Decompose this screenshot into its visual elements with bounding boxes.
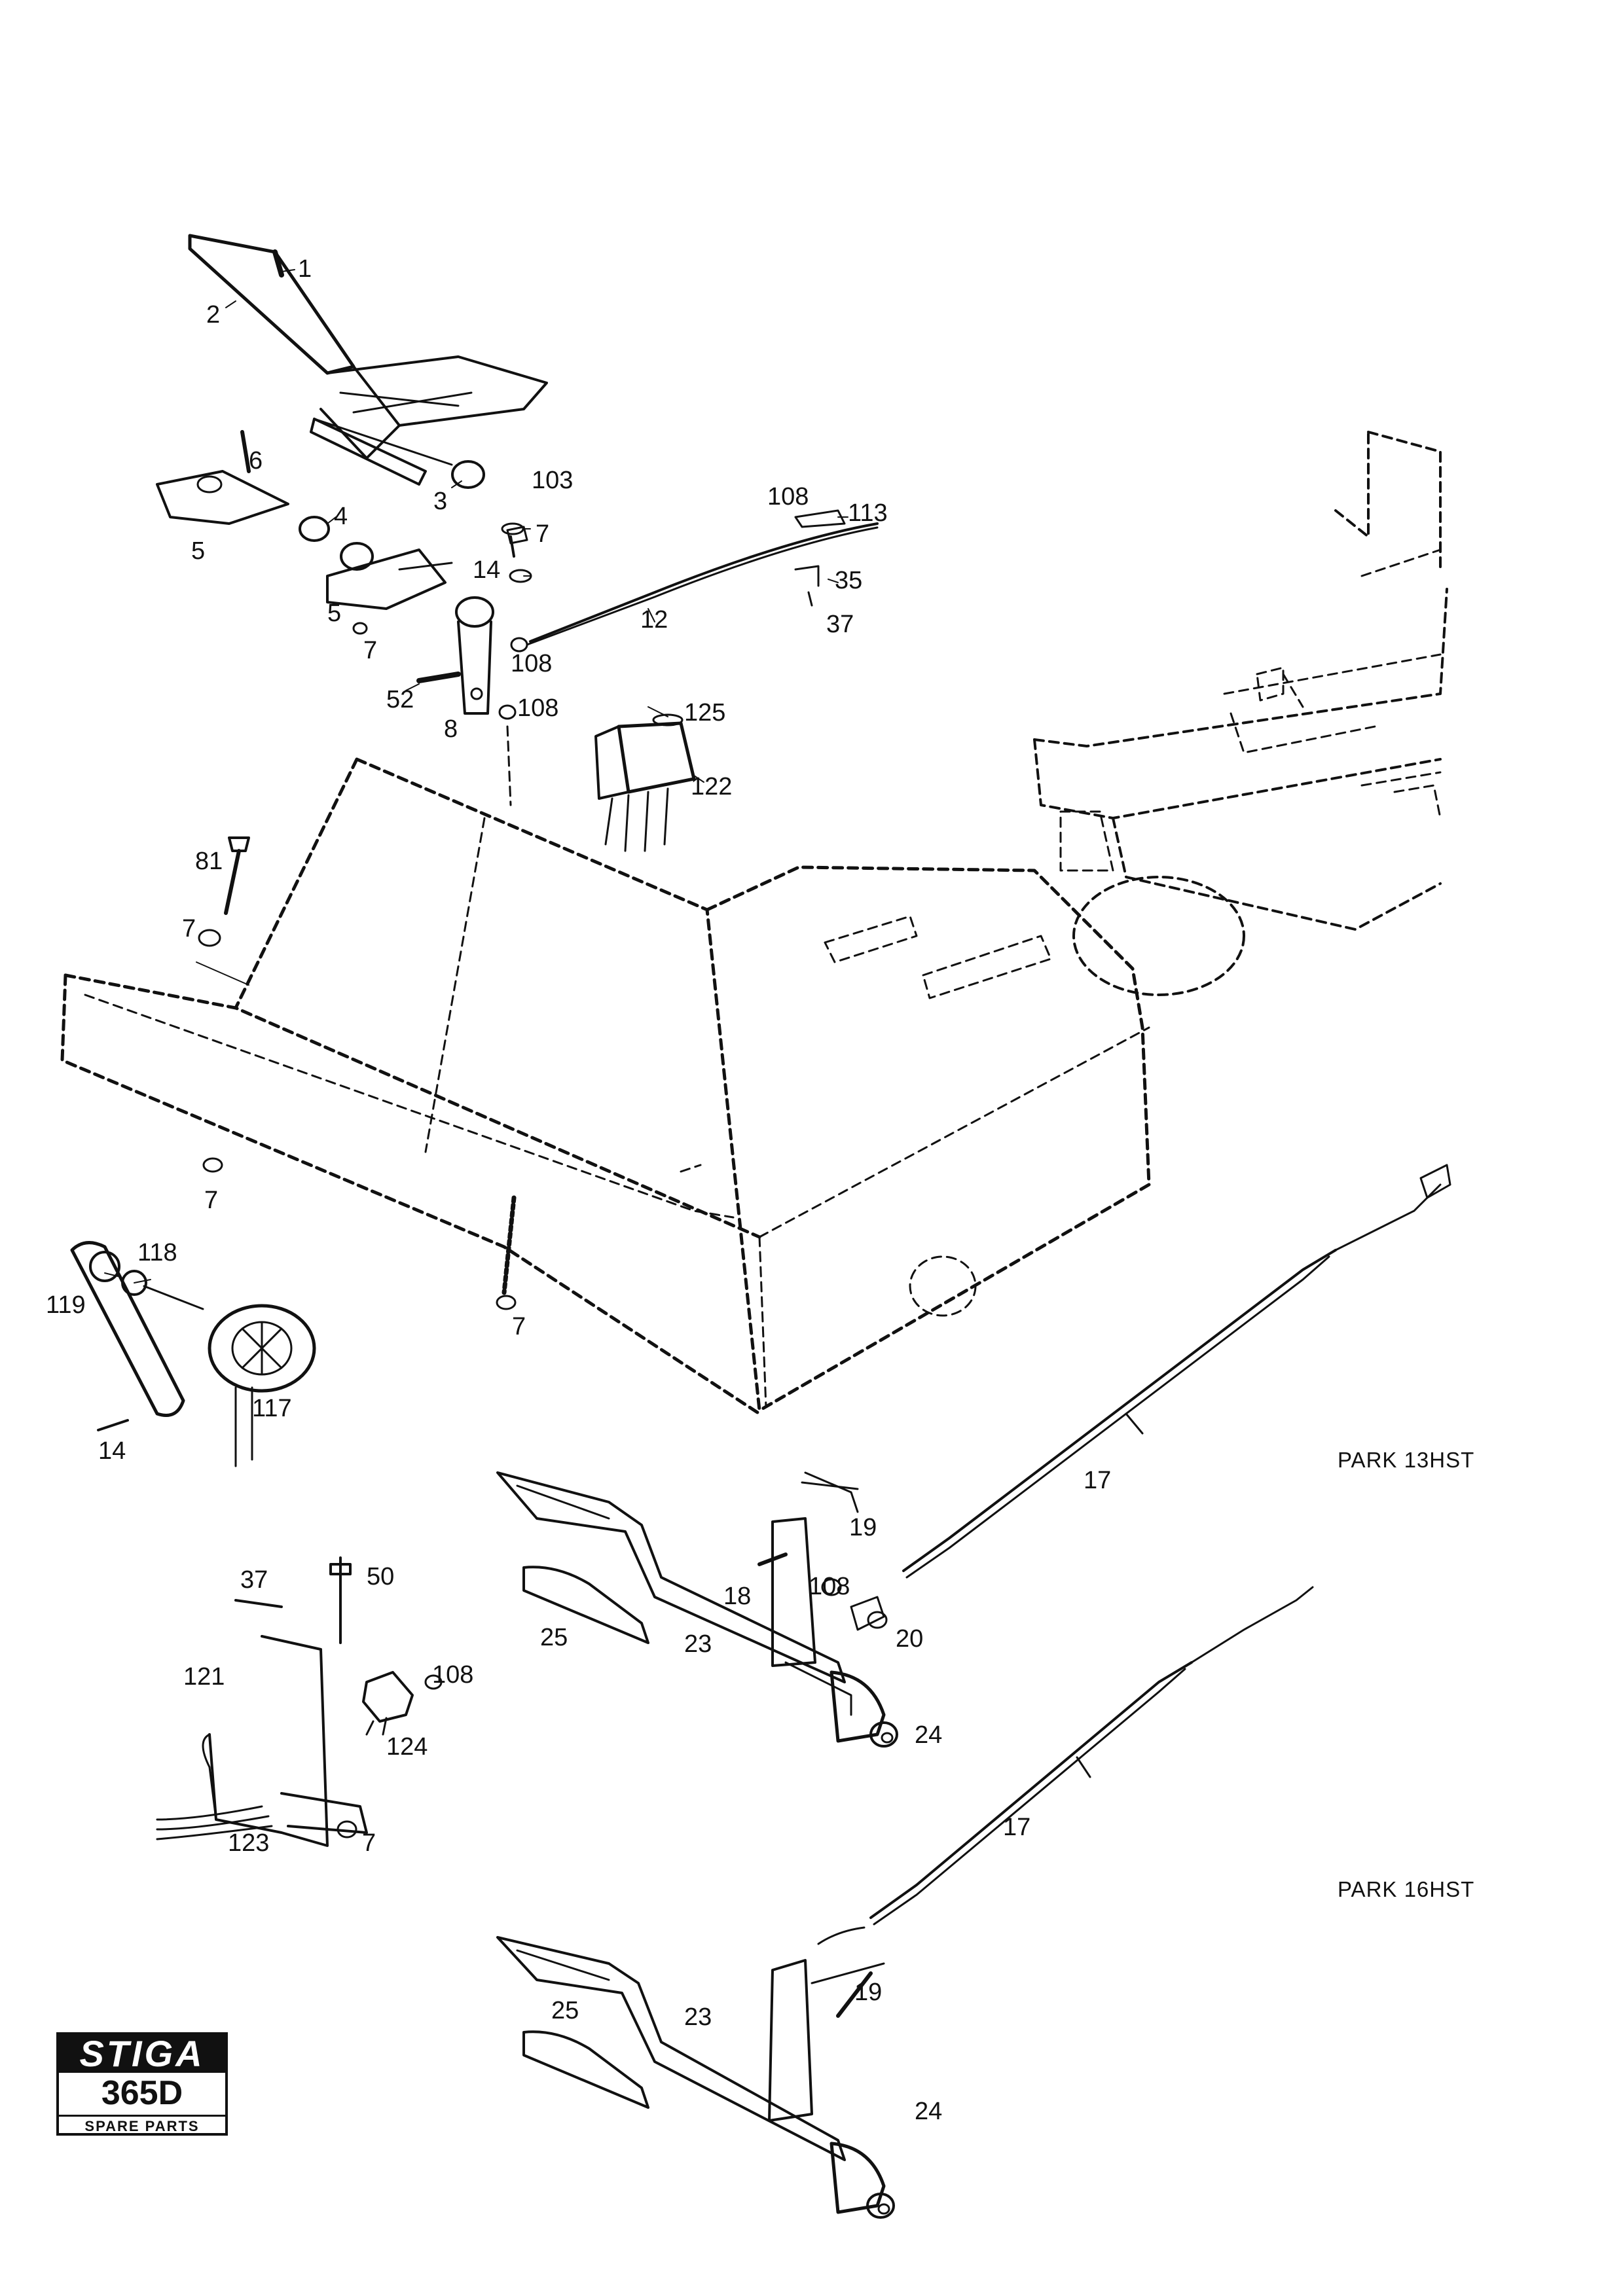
callout-108c: 108 (517, 694, 559, 722)
bolt-81 (198, 836, 517, 1310)
callout-1: 1 (298, 255, 312, 283)
cable-13hst (902, 1164, 1451, 1579)
callout-25b: 25 (551, 1997, 579, 2024)
chassis-phantom (60, 431, 1448, 1416)
callout-24a: 24 (915, 1721, 943, 1749)
callout-35: 35 (835, 567, 863, 594)
callout-7d: 7 (204, 1187, 219, 1214)
cable-16hst (817, 1586, 1314, 1945)
callout-37b: 37 (240, 1566, 268, 1594)
callout-108d: 108 (809, 1573, 850, 1600)
callout-5b: 5 (327, 600, 342, 627)
callout-5a: 5 (191, 537, 206, 565)
callout-17b: 17 (1003, 1814, 1031, 1841)
callout-7b: 7 (363, 637, 378, 664)
callout-7c: 7 (182, 915, 196, 942)
pedal-assembly (156, 234, 879, 720)
callout-4: 4 (334, 503, 348, 530)
callout-117: 117 (252, 1395, 292, 1422)
callout-108b: 108 (511, 650, 553, 677)
leader-lines (104, 269, 848, 1283)
callout-103: 103 (532, 467, 574, 494)
callout-7a: 7 (536, 520, 550, 548)
callout-14a: 14 (473, 556, 501, 584)
callout-7f: 7 (362, 1829, 376, 1857)
callout-12: 12 (640, 606, 668, 634)
relay-bracket (156, 1556, 443, 1847)
callout-108a: 108 (767, 483, 809, 511)
callout-19a: 19 (849, 1514, 877, 1541)
callout-3: 3 (433, 488, 448, 515)
callout-25a: 25 (540, 1624, 568, 1651)
variant-label-16hst: PARK 16HST (1338, 1877, 1475, 1901)
callout-122: 122 (691, 773, 733, 800)
callout-14b: 14 (98, 1437, 126, 1465)
callout-119: 119 (46, 1291, 86, 1319)
callout-50: 50 (367, 1563, 395, 1590)
callout-37a: 37 (826, 611, 854, 638)
callout-124: 124 (386, 1733, 428, 1761)
callout-19b: 19 (854, 1979, 883, 2006)
stiga-logo: STIGA 365D SPARE PARTS (56, 2032, 228, 2136)
callout-8: 8 (444, 715, 458, 743)
callout-81: 81 (195, 848, 223, 875)
brake-pedal-16hst (496, 1936, 895, 2219)
callout-23b: 23 (684, 2003, 712, 2031)
callout-118: 118 (137, 1239, 177, 1266)
callout-121: 121 (183, 1663, 225, 1691)
logo-brand: STIGA (59, 2035, 225, 2073)
callout-23a: 23 (684, 1630, 712, 1658)
logo-caption: SPARE PARTS (59, 2115, 225, 2136)
callout-17a: 17 (1084, 1467, 1112, 1494)
callout-113: 113 (848, 499, 888, 527)
callout-18: 18 (723, 1583, 752, 1610)
callout-2: 2 (206, 301, 221, 329)
callout-24b: 24 (915, 2098, 943, 2125)
brake-pedal-13hst (496, 1471, 898, 1748)
callout-123: 123 (228, 1829, 270, 1857)
callout-125: 125 (684, 699, 726, 726)
callout-20: 20 (896, 1625, 924, 1653)
variant-label-13hst: PARK 13HST (1338, 1448, 1475, 1472)
callout-6: 6 (249, 447, 263, 475)
callout-52: 52 (386, 686, 414, 713)
motor-assembly (70, 1241, 316, 1467)
callout-7e: 7 (512, 1313, 526, 1340)
callout-108e: 108 (432, 1661, 474, 1689)
relay-assembly (594, 713, 696, 852)
logo-model: 365D (101, 2074, 183, 2112)
